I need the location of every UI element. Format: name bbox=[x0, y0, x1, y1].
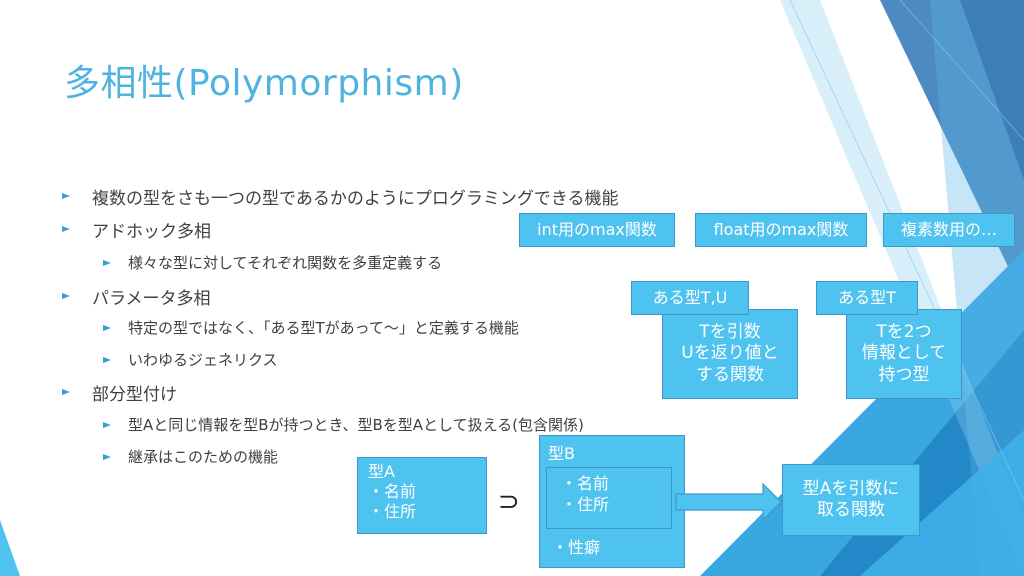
bullet-arrow-icon bbox=[103, 325, 111, 331]
bullet-subitem: いわゆるジェネリクス bbox=[128, 351, 278, 369]
type-b-inner-fields: ・名前 ・住所 bbox=[546, 467, 672, 529]
bullet-arrow-icon bbox=[103, 357, 111, 363]
complex-function-box: 複素数用の… bbox=[883, 213, 1015, 247]
bullet-item: 部分型付け bbox=[92, 385, 177, 405]
bullet-subitem: 特定の型ではなく、「ある型Tがあって～」と定義する機能 bbox=[128, 319, 519, 337]
bullet-arrow-icon bbox=[62, 293, 70, 299]
bullet-subitem: 継承はこのための機能 bbox=[128, 448, 279, 466]
float-max-function-box: float用のmax関数 bbox=[695, 213, 867, 247]
bullet-arrow-icon bbox=[103, 260, 111, 266]
generic-function-body-box: Tを引数 Uを返り値と する関数 bbox=[662, 309, 798, 399]
type-t-label-box: ある型T bbox=[816, 281, 918, 315]
type-b-extra-field: ・性癖 bbox=[552, 538, 601, 557]
int-max-function-box: int用のmax関数 bbox=[519, 213, 675, 247]
bullet-arrow-icon bbox=[62, 389, 70, 395]
bullet-arrow-icon bbox=[103, 454, 111, 460]
type-tu-label-box: ある型T,U bbox=[631, 281, 749, 315]
bullet-subitem: 様々な型に対してそれぞれ関数を多重定義する bbox=[128, 254, 443, 272]
bullet-arrow-icon bbox=[62, 226, 70, 232]
bullet-subitem: 型Aと同じ情報を型Bが持つとき、型Bを型Aとして扱える(包含関係) bbox=[128, 416, 584, 434]
type-b-label: 型B bbox=[548, 444, 575, 463]
bullet-arrow-icon bbox=[62, 193, 70, 199]
type-a-box: 型A ・名前 ・住所 bbox=[357, 457, 487, 534]
type-b-box: 型B ・名前 ・住所 ・性癖 bbox=[539, 435, 685, 568]
superset-symbol: ⊃ bbox=[498, 487, 520, 517]
generic-type-body-box: Tを2つ 情報として 持つ型 bbox=[846, 309, 962, 399]
bullet-arrow-icon bbox=[103, 422, 111, 428]
bullet-item: アドホック多相 bbox=[92, 222, 211, 242]
type-a-function-box: 型Aを引数に 取る関数 bbox=[782, 464, 920, 536]
slide-title: 多相性(Polymorphism) bbox=[64, 63, 464, 104]
bullet-item: 複数の型をさも一つの型であるかのようにプログラミングできる機能 bbox=[92, 189, 619, 209]
bullet-item: パラメータ多相 bbox=[92, 289, 211, 309]
